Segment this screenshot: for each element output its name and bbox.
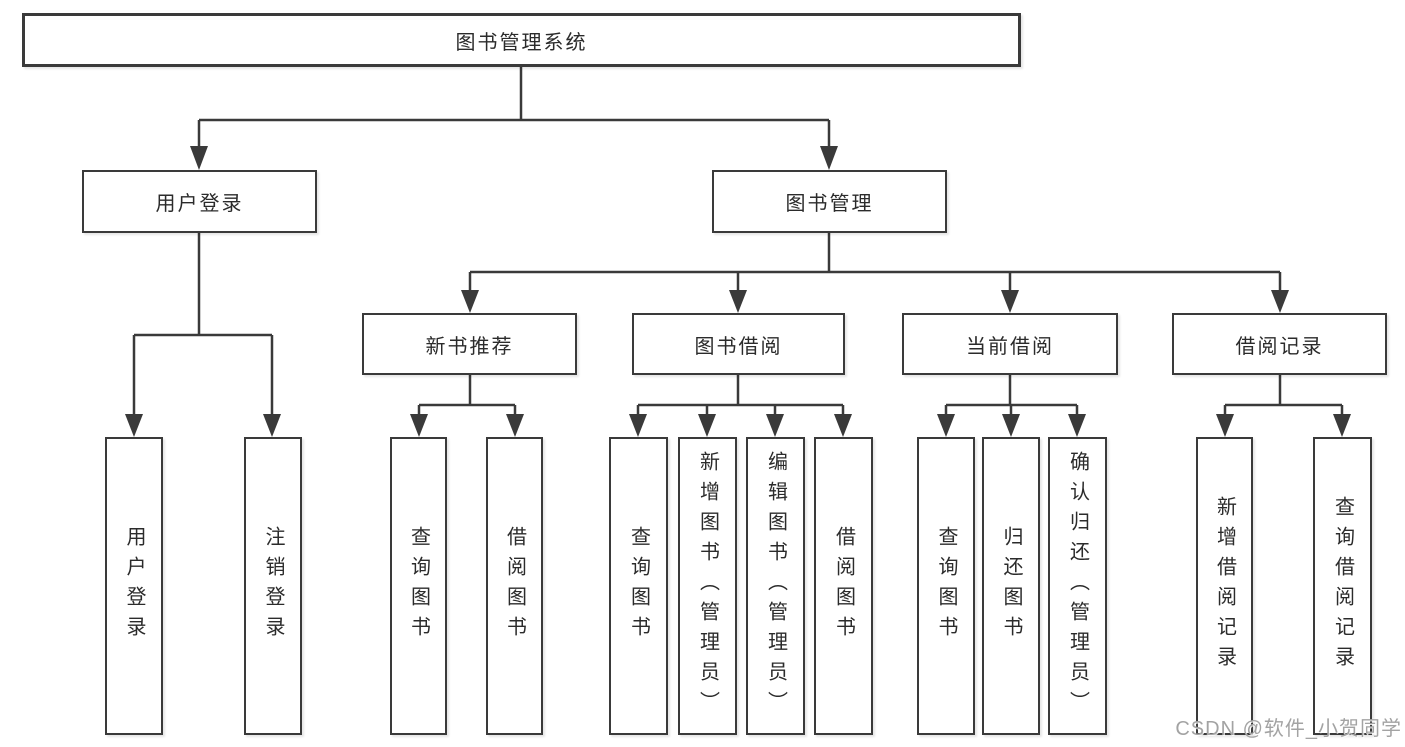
leaf-borrow-books-borrowing-label: 借阅图书 xyxy=(832,526,855,646)
leaf-query-books-borrowing-label: 查询图书 xyxy=(627,526,650,646)
node-book-borrowing: 图书借阅 xyxy=(632,313,845,375)
leaf-query-borrow-record: 查询借阅记录 xyxy=(1313,437,1372,735)
leaf-confirm-return-admin-label: 确认归还（管理员） xyxy=(1066,451,1089,721)
leaf-logout: 注销登录 xyxy=(244,437,302,735)
node-book-management-label: 图书管理 xyxy=(785,193,874,215)
leaf-borrow-books-borrowing: 借阅图书 xyxy=(814,437,873,735)
node-current-borrowing: 当前借阅 xyxy=(902,313,1118,375)
leaf-user-login-label: 用户登录 xyxy=(123,526,145,646)
leaf-user-login: 用户登录 xyxy=(105,437,163,735)
leaf-add-borrow-record-label: 新增借阅记录 xyxy=(1213,496,1236,676)
node-root-label: 图书管理系统 xyxy=(455,31,588,54)
leaf-borrow-books-recommend: 借阅图书 xyxy=(486,437,543,735)
leaf-query-borrow-record-label: 查询借阅记录 xyxy=(1331,496,1354,676)
leaf-query-books-recommend: 查询图书 xyxy=(390,437,447,735)
leaf-logout-label: 注销登录 xyxy=(262,526,284,646)
leaf-query-books-current: 查询图书 xyxy=(917,437,975,735)
leaf-query-books-borrowing: 查询图书 xyxy=(609,437,668,735)
node-root: 图书管理系统 xyxy=(22,13,1021,67)
leaf-return-books-label: 归还图书 xyxy=(1000,526,1022,646)
leaf-return-books: 归还图书 xyxy=(982,437,1040,735)
node-current-borrowing-label: 当前借阅 xyxy=(966,335,1054,358)
leaf-edit-book-admin-label: 编辑图书（管理员） xyxy=(764,451,787,721)
node-book-management: 图书管理 xyxy=(712,170,947,233)
node-book-borrowing-label: 图书借阅 xyxy=(694,335,783,358)
node-new-book-recommend: 新书推荐 xyxy=(362,313,577,375)
leaf-query-books-recommend-label: 查询图书 xyxy=(407,526,430,646)
node-user-login: 用户登录 xyxy=(82,170,317,233)
leaf-add-book-admin-label: 新增图书（管理员） xyxy=(696,451,719,721)
leaf-confirm-return-admin: 确认归还（管理员） xyxy=(1048,437,1107,735)
leaf-borrow-books-recommend-label: 借阅图书 xyxy=(503,526,526,646)
node-borrow-records: 借阅记录 xyxy=(1172,313,1387,375)
leaf-edit-book-admin: 编辑图书（管理员） xyxy=(746,437,805,735)
csdn-watermark: CSDN @软件_小贺同学 xyxy=(1175,718,1402,740)
leaf-query-books-current-label: 查询图书 xyxy=(935,526,957,646)
node-borrow-records-label: 借阅记录 xyxy=(1235,335,1324,358)
leaf-add-book-admin: 新增图书（管理员） xyxy=(678,437,737,735)
node-user-login-label: 用户登录 xyxy=(155,193,244,215)
leaf-add-borrow-record: 新增借阅记录 xyxy=(1196,437,1253,735)
node-new-book-recommend-label: 新书推荐 xyxy=(425,335,514,358)
